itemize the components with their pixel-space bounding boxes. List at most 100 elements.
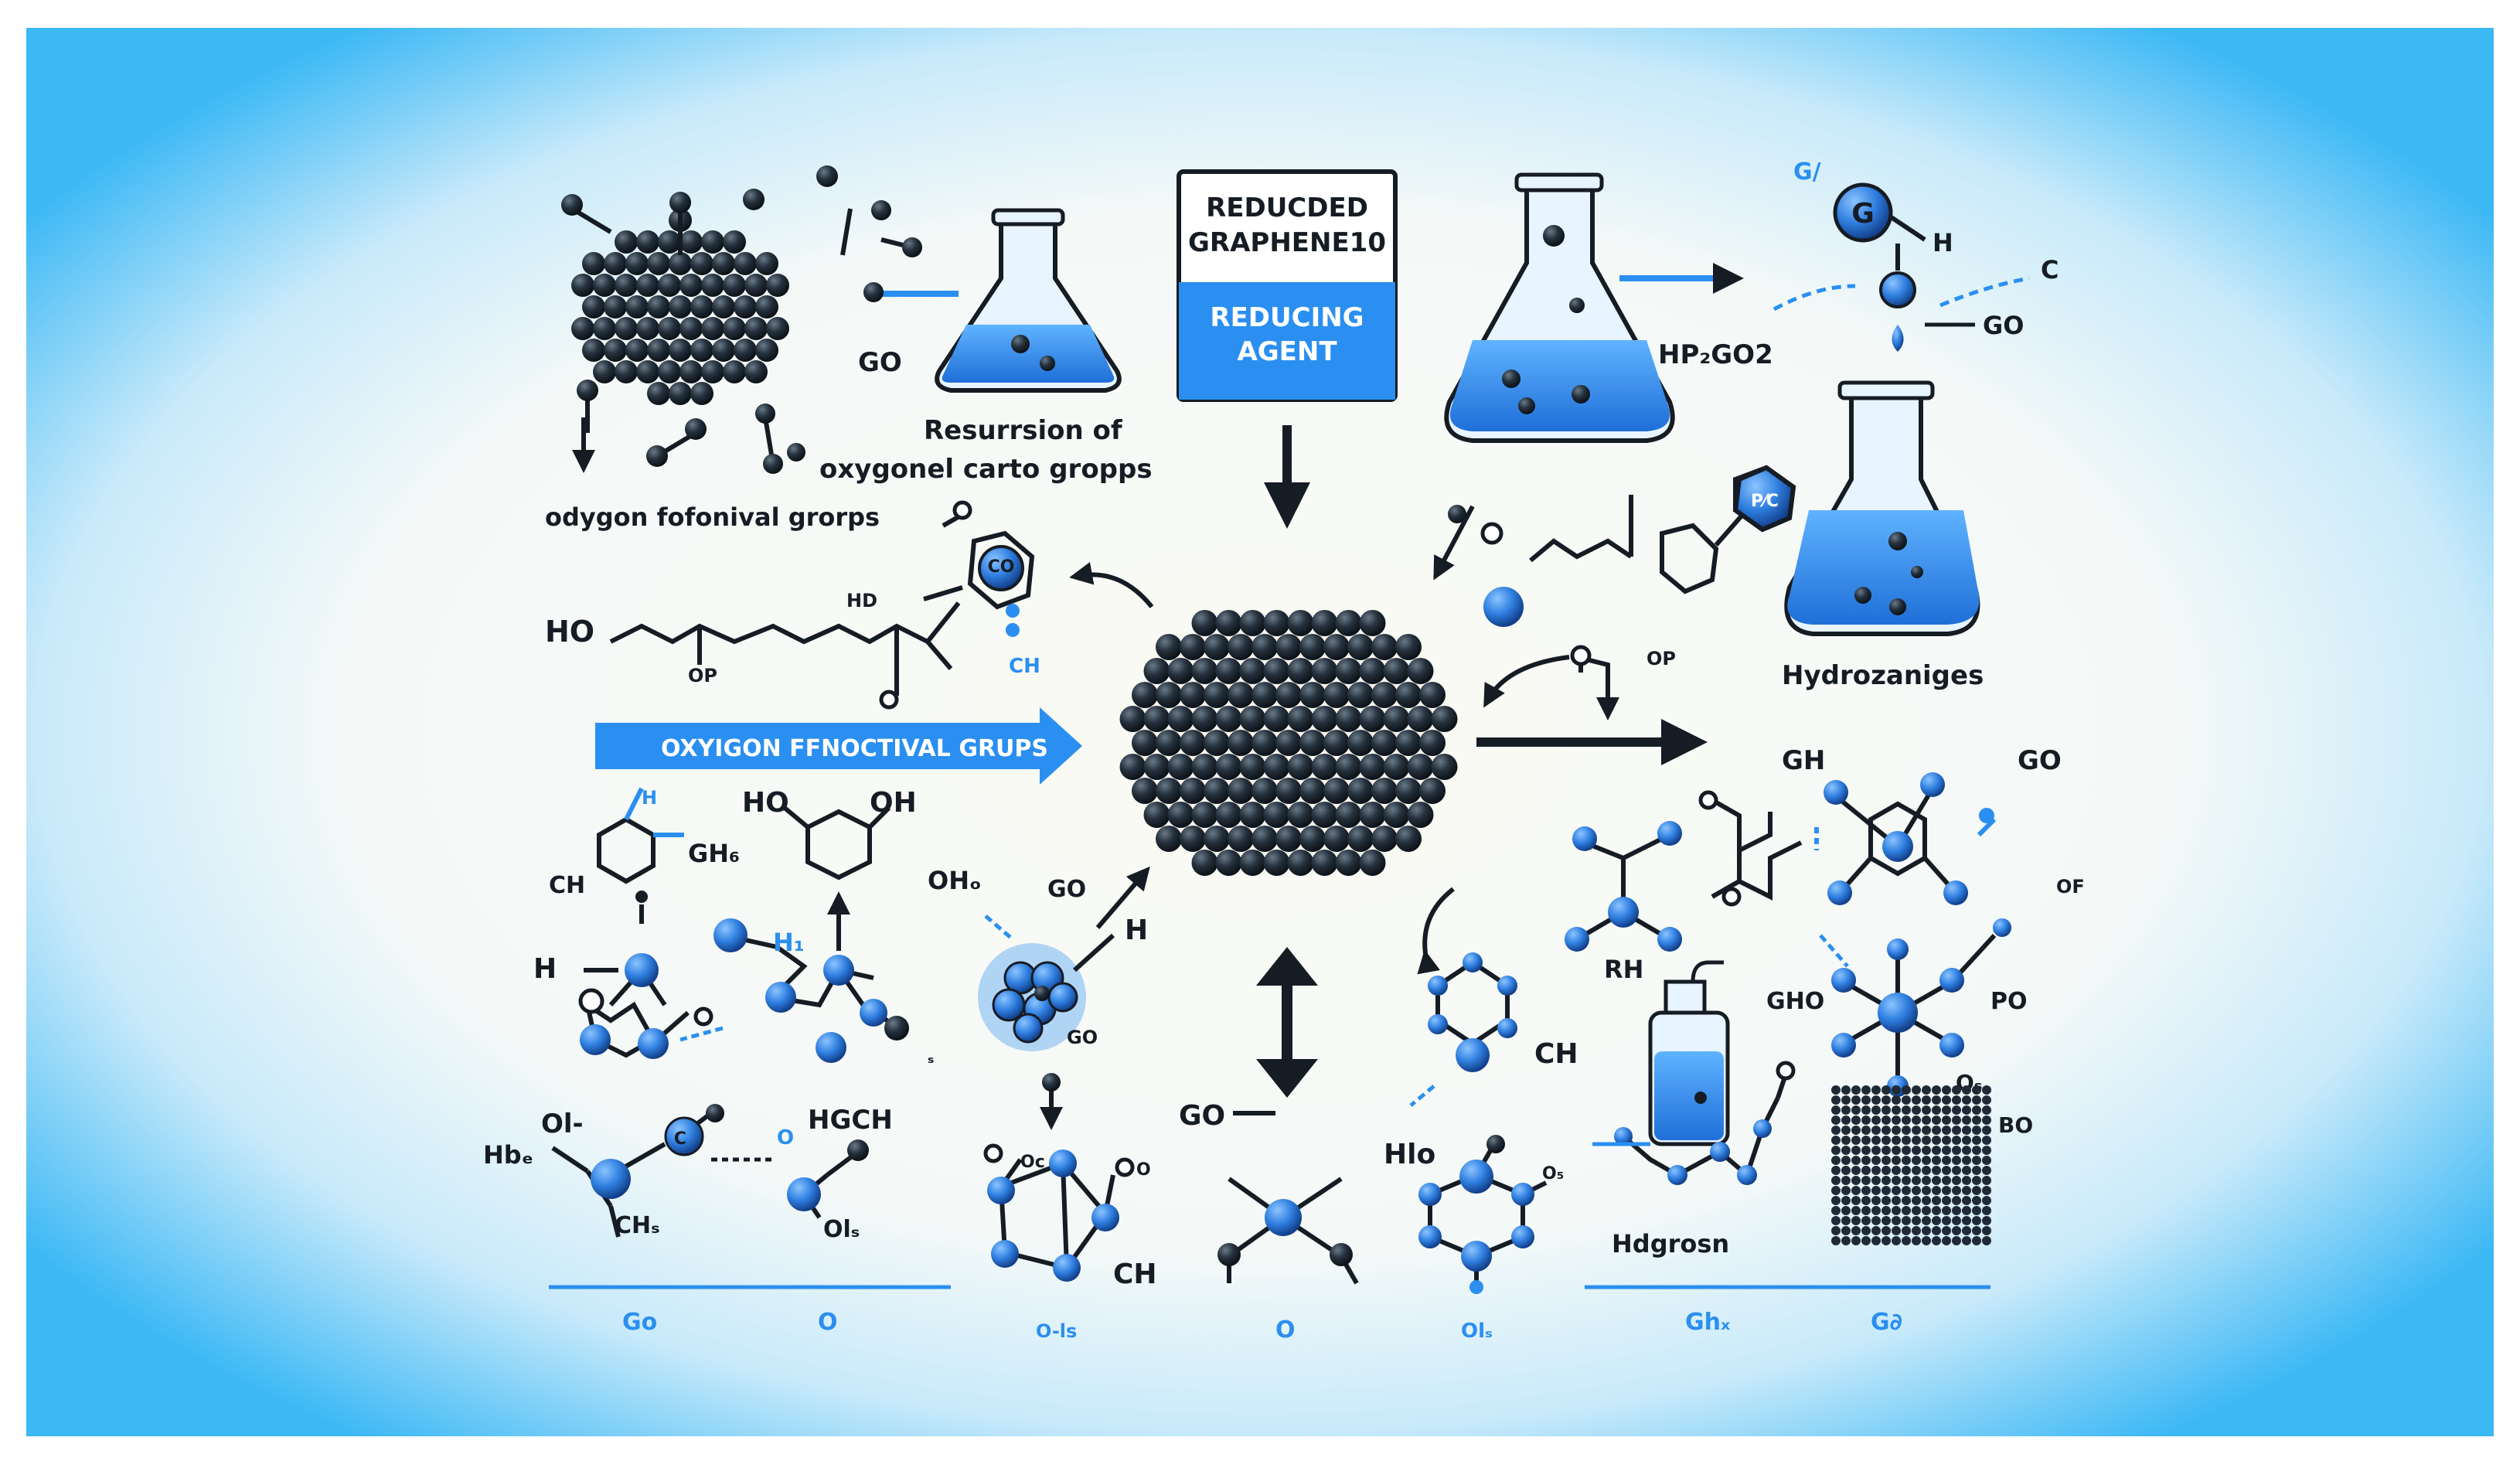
mesh-node xyxy=(1841,1146,1851,1155)
blue-atom-center-right xyxy=(1483,587,1524,627)
particle xyxy=(1180,778,1206,804)
label-odygon-groups: odygon fofonival grorps xyxy=(545,502,880,532)
mesh-node xyxy=(1912,1186,1921,1195)
mesh-node xyxy=(1871,1105,1881,1115)
particle xyxy=(1215,658,1242,684)
mesh-node xyxy=(1851,1226,1861,1235)
mesh-node xyxy=(1932,1085,1941,1095)
particle xyxy=(669,382,692,405)
particle xyxy=(755,295,778,318)
mesh-node xyxy=(1892,1216,1901,1225)
particle xyxy=(1335,850,1362,876)
mesh-node xyxy=(1922,1196,1931,1205)
particle xyxy=(658,360,681,383)
particle xyxy=(723,360,746,383)
label-ch2: CHₛ xyxy=(615,1212,660,1239)
mesh-node xyxy=(1962,1176,1971,1185)
mesh-node xyxy=(1831,1105,1841,1115)
mesh-node xyxy=(1952,1085,1961,1095)
blue-glow-cluster xyxy=(978,943,1086,1051)
mesh-node xyxy=(1851,1126,1861,1135)
dashed-blue-link-star xyxy=(1819,934,1849,968)
mesh-node xyxy=(1902,1136,1911,1145)
label-bottom-gh: Ghₓ xyxy=(1685,1309,1731,1336)
particle xyxy=(1156,826,1182,852)
mesh-node xyxy=(1912,1196,1921,1205)
mesh-node xyxy=(1902,1085,1911,1095)
particle xyxy=(1204,826,1230,852)
label-h1-blue: H₁ xyxy=(773,928,805,957)
particle xyxy=(766,317,789,340)
particle xyxy=(1311,754,1338,780)
mesh-node xyxy=(1902,1176,1911,1185)
mesh-node xyxy=(1851,1166,1861,1175)
particle xyxy=(1419,682,1446,708)
mesh-node xyxy=(1962,1095,1971,1105)
particle xyxy=(1156,682,1182,708)
particle xyxy=(1180,826,1206,852)
mesh-node xyxy=(1942,1196,1951,1205)
double-arrow-heads xyxy=(1256,947,1318,1098)
mesh-node xyxy=(1841,1176,1851,1185)
reduced-graphene-box: REDUCDED GRAPHENE10 REDUCING AGENT xyxy=(1177,169,1398,402)
mesh-node xyxy=(1861,1236,1871,1245)
mesh-node xyxy=(1892,1105,1901,1115)
particle xyxy=(1359,802,1386,828)
label-pc-hex: P⁄C xyxy=(1751,492,1779,511)
mesh-node xyxy=(1881,1186,1891,1195)
label-go-arrow: GO xyxy=(1179,1100,1225,1132)
mesh-node xyxy=(1851,1136,1861,1145)
particle xyxy=(1299,826,1326,852)
bond-to-h-mid xyxy=(1072,933,1115,972)
label-g-h: H xyxy=(1933,228,1953,257)
mesh-node xyxy=(1841,1136,1851,1145)
mesh-node xyxy=(1972,1085,1981,1095)
mesh-node xyxy=(1942,1216,1951,1225)
mesh-node xyxy=(1962,1186,1971,1195)
particle xyxy=(1371,826,1398,852)
mesh-node xyxy=(1982,1226,1991,1235)
particle xyxy=(723,230,746,254)
label-gh-right: GH xyxy=(1782,745,1825,776)
mesh-node xyxy=(1972,1095,1981,1105)
particle xyxy=(1132,778,1158,804)
label-hd-mid: HD xyxy=(846,590,877,611)
mesh-node xyxy=(1902,1146,1911,1155)
particle xyxy=(1239,802,1266,828)
particle xyxy=(1407,706,1434,732)
mesh-node xyxy=(1861,1206,1871,1215)
mesh-node xyxy=(1841,1085,1851,1095)
mesh-node xyxy=(1922,1176,1931,1185)
oxygen-banner: OXYIGON FFNOCTIVAL GRUPS xyxy=(595,707,1082,785)
mesh-node xyxy=(1912,1115,1921,1125)
label-bottom-o4: Olₛ xyxy=(1461,1320,1493,1343)
particle xyxy=(1323,682,1350,708)
mesh-node xyxy=(1912,1166,1921,1175)
particle xyxy=(1431,706,1458,732)
particle xyxy=(690,295,713,318)
mesh-node xyxy=(1962,1105,1971,1115)
particle xyxy=(701,360,724,383)
mesh-node xyxy=(1841,1186,1851,1195)
label-reduced-title-1: REDUCDED xyxy=(1206,192,1368,223)
particle xyxy=(669,295,692,318)
particle xyxy=(1359,658,1386,684)
particle xyxy=(1204,682,1230,708)
particle xyxy=(1287,850,1314,876)
mesh-node xyxy=(1881,1126,1891,1135)
particle xyxy=(647,252,670,275)
mesh-node xyxy=(1932,1216,1941,1225)
particle xyxy=(1323,826,1350,852)
particle xyxy=(1371,634,1398,660)
mesh-node xyxy=(1932,1115,1941,1125)
particle xyxy=(1156,730,1182,756)
mesh-node xyxy=(1972,1156,1981,1165)
mesh-node xyxy=(1902,1095,1911,1105)
arrow-to-hex xyxy=(1069,562,1154,608)
particle xyxy=(755,252,778,275)
atom-above-arrow xyxy=(1042,1073,1061,1092)
star-molecule-right-atoms xyxy=(1831,918,2011,1097)
mesh-node xyxy=(1892,1126,1901,1135)
mesh-node xyxy=(1851,1216,1861,1225)
